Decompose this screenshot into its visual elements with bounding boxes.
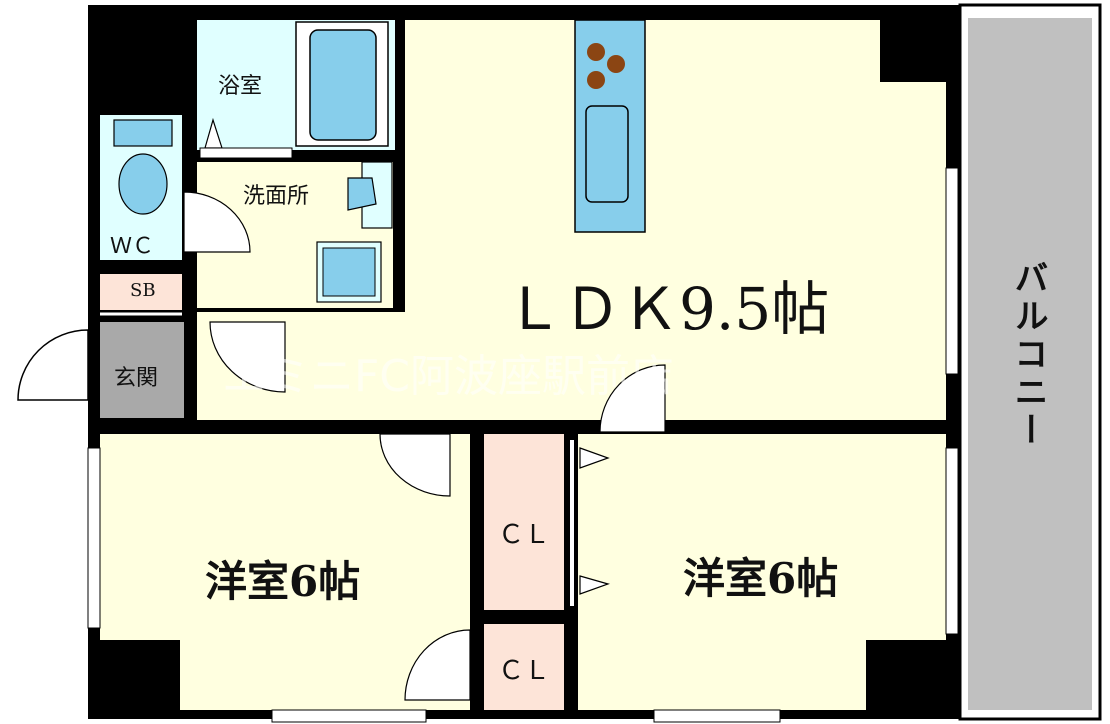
- entrance-inner-door: [209, 321, 286, 393]
- bedroom-left-door: [379, 433, 451, 497]
- window-right-south: [653, 709, 781, 723]
- closet-fold-door-bottom: [579, 575, 610, 595]
- washer-inner: [322, 247, 376, 297]
- window-right-east: [945, 447, 959, 635]
- label-ldk: ＬＤＫ9.5帖: [505, 275, 830, 343]
- ldk-door-swing: [599, 364, 666, 433]
- wc-door-swing: [183, 191, 251, 253]
- entrance-door-swing: [17, 329, 89, 401]
- kitchen-sink: [585, 105, 629, 203]
- label-closet-upper: ＣＬ: [498, 520, 551, 550]
- window-left-south: [271, 709, 427, 723]
- toilet-bowl: [118, 153, 168, 215]
- closet-lower: [484, 624, 564, 710]
- label-wc: ＷＣ: [110, 234, 155, 259]
- label-bedroom-left: 洋室6帖: [205, 557, 361, 606]
- burner-1: [587, 43, 605, 61]
- burner-3: [587, 71, 605, 89]
- closet-fold-door-top: [579, 447, 610, 469]
- bedroom-right: [578, 434, 946, 710]
- shoe-box: [100, 274, 182, 310]
- closet-upper: [484, 434, 564, 610]
- label-washroom: 洗面所: [243, 184, 310, 209]
- label-closet-lower: ＣＬ: [498, 656, 551, 686]
- balcony-floor: [968, 18, 1092, 710]
- label-balcony: バルコニー: [1008, 260, 1048, 450]
- burner-2: [607, 55, 625, 73]
- label-bedroom-right: 洋室6帖: [683, 554, 839, 603]
- label-bath: 浴室: [218, 74, 263, 99]
- window-ldk-east: [945, 167, 959, 375]
- toilet-tank: [113, 119, 173, 147]
- bedroom-left: [100, 434, 470, 710]
- sink-icon: [347, 177, 377, 211]
- window-left-west: [87, 447, 101, 629]
- watermark: エミニFC阿波座駅前店: [222, 351, 675, 402]
- bath-step: [199, 147, 293, 159]
- bedroom-left-closet-door: [404, 629, 471, 701]
- ldk-room: [197, 20, 946, 420]
- bathtub-basin: [309, 29, 377, 141]
- entrance: [100, 322, 184, 418]
- label-entrance: 玄関: [114, 366, 159, 391]
- label-sb: SB: [130, 280, 156, 301]
